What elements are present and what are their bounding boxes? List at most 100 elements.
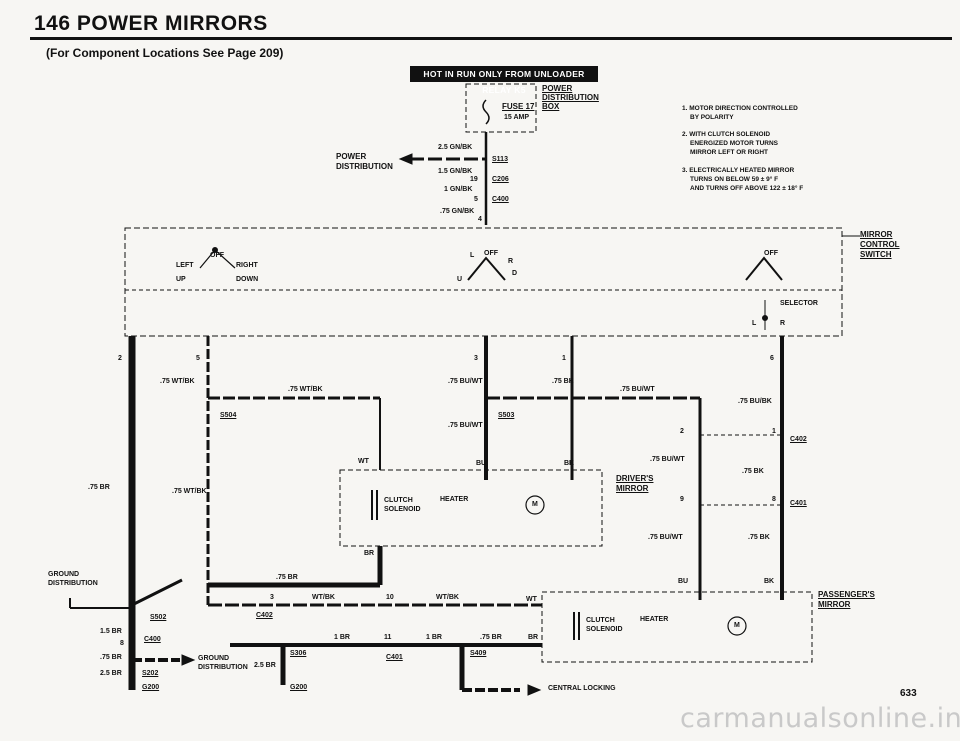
fuse-symbol xyxy=(482,99,490,125)
connector-c402: C402 xyxy=(790,436,807,443)
wire-label: .75 BU/WT xyxy=(648,534,683,541)
wire-label: .75 BK xyxy=(552,378,574,385)
power-arrow xyxy=(398,153,413,165)
switch-label: LEFT xyxy=(176,262,194,269)
wire-label: 1 GN/BK xyxy=(444,186,473,193)
connector-c401: C401 xyxy=(386,654,403,661)
wire-label: 1 BR xyxy=(334,634,350,641)
passenger-wire-color: WT xyxy=(526,596,537,603)
wire-label: .75 GN/BK xyxy=(440,208,475,215)
wire-label: .75 BK xyxy=(748,534,770,541)
page-subtitle: (For Component Locations See Page 209) xyxy=(46,46,284,60)
wire-label: .75 BU/WT xyxy=(448,422,483,429)
wire-label: 2.5 GN/BK xyxy=(438,144,473,151)
driver-wire-color: BU xyxy=(476,460,487,467)
passenger-heater: HEATER xyxy=(640,616,669,623)
splice-s409: S409 xyxy=(470,650,487,657)
page-title: 146 POWER MIRRORS xyxy=(34,12,268,35)
splice-s306: S306 xyxy=(290,650,307,657)
mirror-control-switch-box xyxy=(124,227,843,337)
splice-s113: S113 xyxy=(492,156,508,163)
switch-label: R xyxy=(508,258,514,265)
wire-label: .75 BR xyxy=(276,574,298,581)
wire-label: .75 BU/WT xyxy=(620,386,655,393)
wire-label: .75 BU/WT xyxy=(650,456,685,463)
fuse-rating: 15 AMP xyxy=(504,114,530,121)
pin-number: 10 xyxy=(386,594,394,601)
power-distribution-box-label: POWER DISTRIBUTION BOX xyxy=(542,84,599,111)
wire-label: .75 BK xyxy=(742,468,764,475)
wire-label: .75 BR xyxy=(100,654,122,661)
switch-label: L xyxy=(752,320,757,327)
wire-label: .75 BU/WT xyxy=(448,378,483,385)
wire-label: 1.5 BR xyxy=(100,628,122,635)
connector-c400: C400 xyxy=(144,636,161,643)
pin-number: 6 xyxy=(770,355,774,362)
wire-label: WT/BK xyxy=(436,594,459,601)
wire-label: 1.5 GN/BK xyxy=(438,168,473,175)
splice-s503: S503 xyxy=(498,412,515,419)
pin-number: 3 xyxy=(474,355,478,362)
connector-c401: C401 xyxy=(790,500,807,507)
ground-g200b: G200 xyxy=(290,684,308,691)
switch-label: SELECTOR xyxy=(780,300,818,307)
switch-label: OFF xyxy=(210,252,224,259)
pin-number: 1 xyxy=(772,428,776,435)
switch-label: RIGHT xyxy=(236,262,258,269)
pin-number: 5 xyxy=(196,355,200,362)
splice-s504: S504 xyxy=(220,412,237,419)
splice-s502: S502 xyxy=(150,614,167,621)
pin-number: 2 xyxy=(118,355,122,362)
connector-c402: C402 xyxy=(256,612,273,619)
ground-g200: G200 xyxy=(142,684,160,691)
pin-number: 1 xyxy=(562,355,566,362)
power-distribution-box-outline xyxy=(465,83,537,133)
title-rule xyxy=(30,37,952,40)
wire-label: .75 BR xyxy=(88,484,110,491)
connector-c206: C206 xyxy=(492,176,509,183)
driver-motor-symbol: M xyxy=(532,501,538,508)
pin-number: 8 xyxy=(772,496,776,503)
watermark: carmanualsonline.info xyxy=(680,703,960,734)
wire-label: .75 WT/BK xyxy=(172,488,207,495)
pin-number: 4 xyxy=(478,216,482,223)
wire-label: 2.5 BR xyxy=(254,662,276,669)
fuse-label: FUSE 17 xyxy=(502,102,535,111)
driver-mirror-box xyxy=(339,469,603,547)
drivers-mirror-label: DRIVER'S MIRROR xyxy=(616,474,654,493)
central-locking-label: CENTRAL LOCKING xyxy=(548,685,616,692)
switch-label: OFF xyxy=(484,250,498,257)
wire-label: .75 WT/BK xyxy=(288,386,323,393)
passenger-wire-color: BK xyxy=(764,578,775,585)
left-power-distribution-label: POWER DISTRIBUTION xyxy=(336,152,393,171)
switch-label: OFF xyxy=(764,250,778,257)
pin-number: 5 xyxy=(474,196,478,203)
passenger-wire-color: BU xyxy=(678,578,689,585)
passenger-motor-symbol: M xyxy=(734,622,740,629)
switch-label: U xyxy=(457,276,463,283)
switch-label: L xyxy=(470,252,475,259)
pin-number: 8 xyxy=(120,640,124,647)
wire-label: .75 WT/BK xyxy=(160,378,195,385)
passenger-mirror-box xyxy=(541,591,813,663)
passenger-wire-color: BR xyxy=(528,634,539,641)
connector-c400: C400 xyxy=(492,196,509,203)
driver-heater: HEATER xyxy=(440,496,469,503)
pin-number: 3 xyxy=(270,594,274,601)
hot-in-run-banner: HOT IN RUN ONLY FROM UNLOADER RELAY K5 xyxy=(410,66,598,95)
pin-number: 2 xyxy=(680,428,684,435)
passengers-mirror-label: PASSENGER'S MIRROR xyxy=(818,590,875,609)
switch-label: R xyxy=(780,320,786,327)
wire-label: 1 BR xyxy=(426,634,442,641)
switch-label: D xyxy=(512,270,518,277)
page-number: 633 xyxy=(900,688,917,699)
splice-s202: S202 xyxy=(142,670,159,677)
